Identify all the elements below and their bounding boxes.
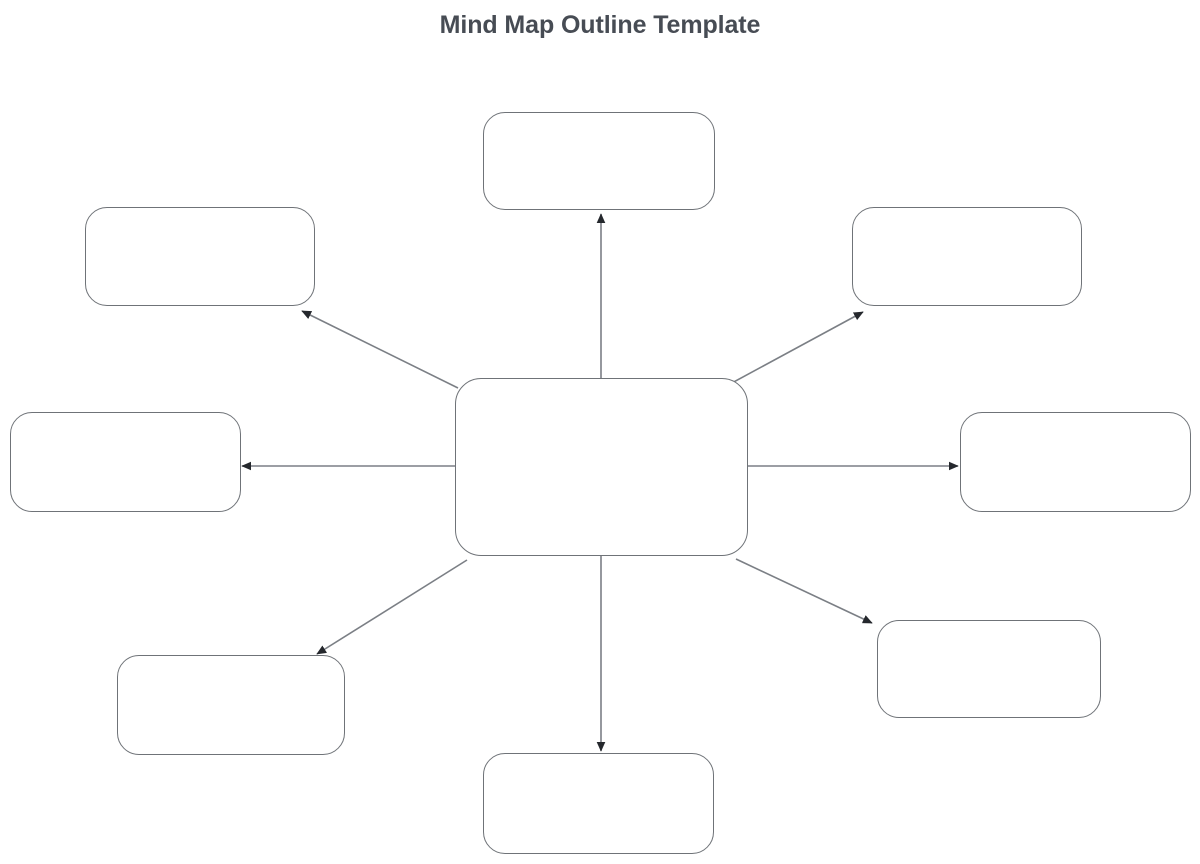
- branch-node-left[interactable]: [10, 412, 241, 512]
- branch-node-top[interactable]: [483, 112, 715, 210]
- branch-node-top-right[interactable]: [852, 207, 1082, 306]
- page-title: Mind Map Outline Template: [439, 11, 761, 39]
- edge-central-bottom-left: [316, 559, 468, 655]
- branch-node-right[interactable]: [960, 412, 1191, 512]
- branch-node-top-left[interactable]: [85, 207, 315, 306]
- edge-central-top-right: [729, 311, 864, 385]
- edge-central-top-left: [301, 310, 459, 389]
- branch-node-bottom-right[interactable]: [877, 620, 1101, 718]
- branch-node-bottom-left[interactable]: [117, 655, 345, 755]
- edge-central-bottom-right: [735, 558, 873, 624]
- central-node[interactable]: [455, 378, 748, 556]
- branch-node-bottom[interactable]: [483, 753, 714, 854]
